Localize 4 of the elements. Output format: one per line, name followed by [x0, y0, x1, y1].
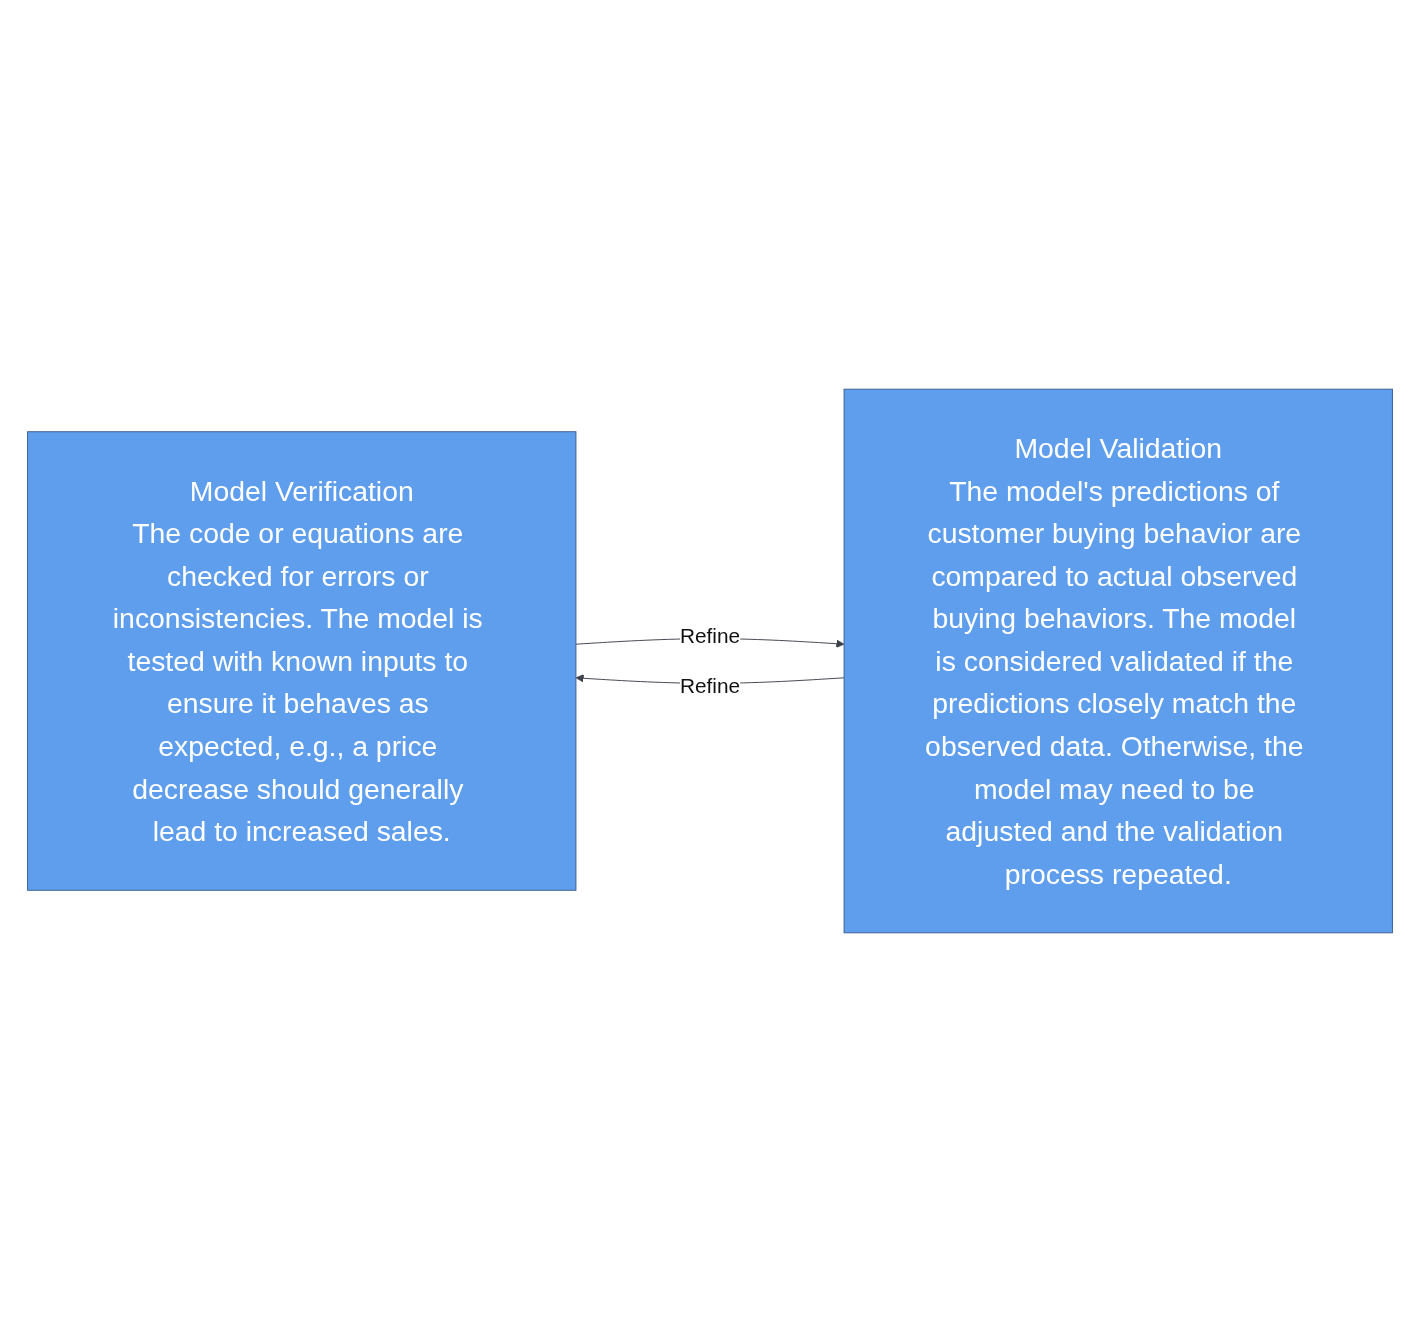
node-box: Model Validation The model's predictions of customer buying behavior are compared to actual observed buying behaviors. The model is considered validated if the predictions closely match the observed data. Otherwise, the model may need to be adjusted and the validation process repeated.: [843, 388, 1393, 934]
node-box: Model Verification The code or equations are checked for errors or inconsistencies. The model is tested with known inputs to ensure it behaves as expected, e.g., a price decrease should generally lead to increased sales.: [27, 431, 577, 891]
edge-label: Refine: [679, 624, 741, 648]
edge-label: Refine: [679, 674, 741, 698]
